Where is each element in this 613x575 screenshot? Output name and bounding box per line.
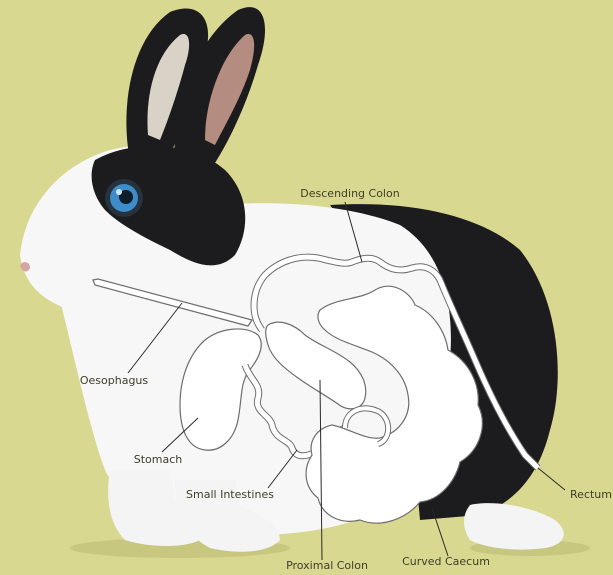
- label-stomach: Stomach: [134, 453, 183, 466]
- rectum-leader: [538, 468, 565, 490]
- label-curved-caecum: Curved Caecum: [402, 555, 490, 568]
- rabbit-eye-shine: [116, 189, 122, 195]
- label-descending-colon: Descending Colon: [300, 187, 399, 200]
- label-oesophagus: Oesophagus: [80, 374, 149, 387]
- label-rectum: Rectum: [570, 488, 612, 501]
- rabbit-hind-foot: [464, 503, 564, 549]
- label-proximal-colon: Proximal Colon: [286, 559, 368, 571]
- label-small-intestines: Small Intestines: [186, 488, 274, 501]
